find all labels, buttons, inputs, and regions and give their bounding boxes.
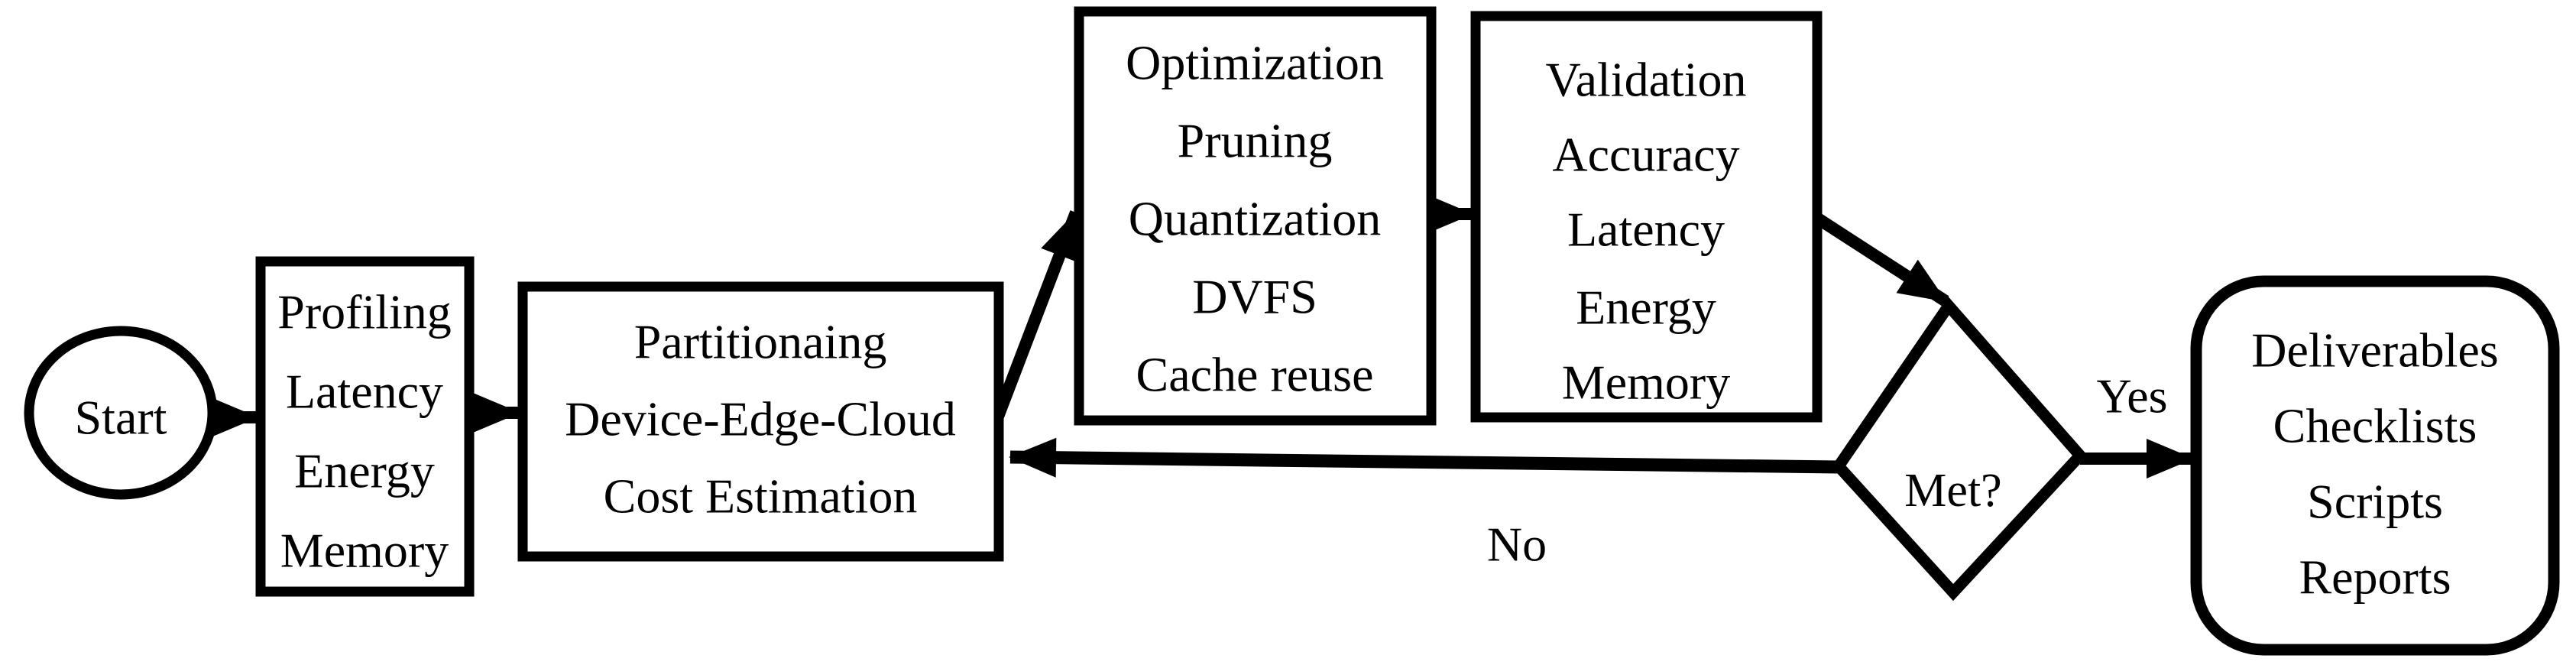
partitioning-line: Cost Estimation — [604, 469, 918, 524]
profiling-line: Latency — [286, 365, 443, 419]
validation-line: Latency — [1567, 203, 1725, 257]
deliverables-line: Reports — [2299, 550, 2451, 605]
partitioning-line: Partitionaing — [634, 315, 887, 369]
start-node — [24, 326, 218, 500]
deliverables-line: Deliverables — [2251, 323, 2498, 378]
profiling-line: Memory — [280, 524, 449, 578]
arrow-partitioning-to-optimization — [992, 210, 1082, 419]
validation-line: Validation — [1545, 53, 1746, 107]
optimization-line: DVFS — [1192, 270, 1317, 324]
partitioning-box — [517, 281, 1004, 562]
profiling-box — [255, 256, 475, 597]
decision-diamond — [1831, 296, 2088, 602]
profiling-line: Energy — [294, 444, 435, 498]
yes-label: Yes — [2096, 369, 2167, 423]
validation-line: Memory — [1562, 355, 1730, 410]
arrow-decision-to-partitioning-no — [1009, 437, 1839, 478]
decision-label: Met? — [1904, 465, 2001, 517]
validation-box — [1470, 11, 1823, 423]
deliverables-line: Scripts — [2307, 475, 2443, 529]
no-label: No — [1487, 517, 1547, 572]
deliverables-box — [2190, 275, 2560, 656]
arrow-validation-to-decision — [1814, 213, 1949, 307]
optimization-line: Quantization — [1129, 192, 1382, 246]
partitioning-line: Device-Edge-Cloud — [565, 392, 956, 446]
profiling-line: Profiling — [277, 285, 452, 339]
start-label: Start — [75, 391, 167, 445]
validation-line: Accuracy — [1552, 128, 1739, 182]
optimization-box — [1074, 6, 1437, 426]
optimization-line: Pruning — [1178, 114, 1333, 168]
validation-line: Energy — [1576, 281, 1716, 335]
optimization-line: Cache reuse — [1136, 348, 1374, 402]
deliverables-line: Checklists — [2273, 399, 2477, 453]
optimization-line: Optimization — [1126, 36, 1384, 90]
